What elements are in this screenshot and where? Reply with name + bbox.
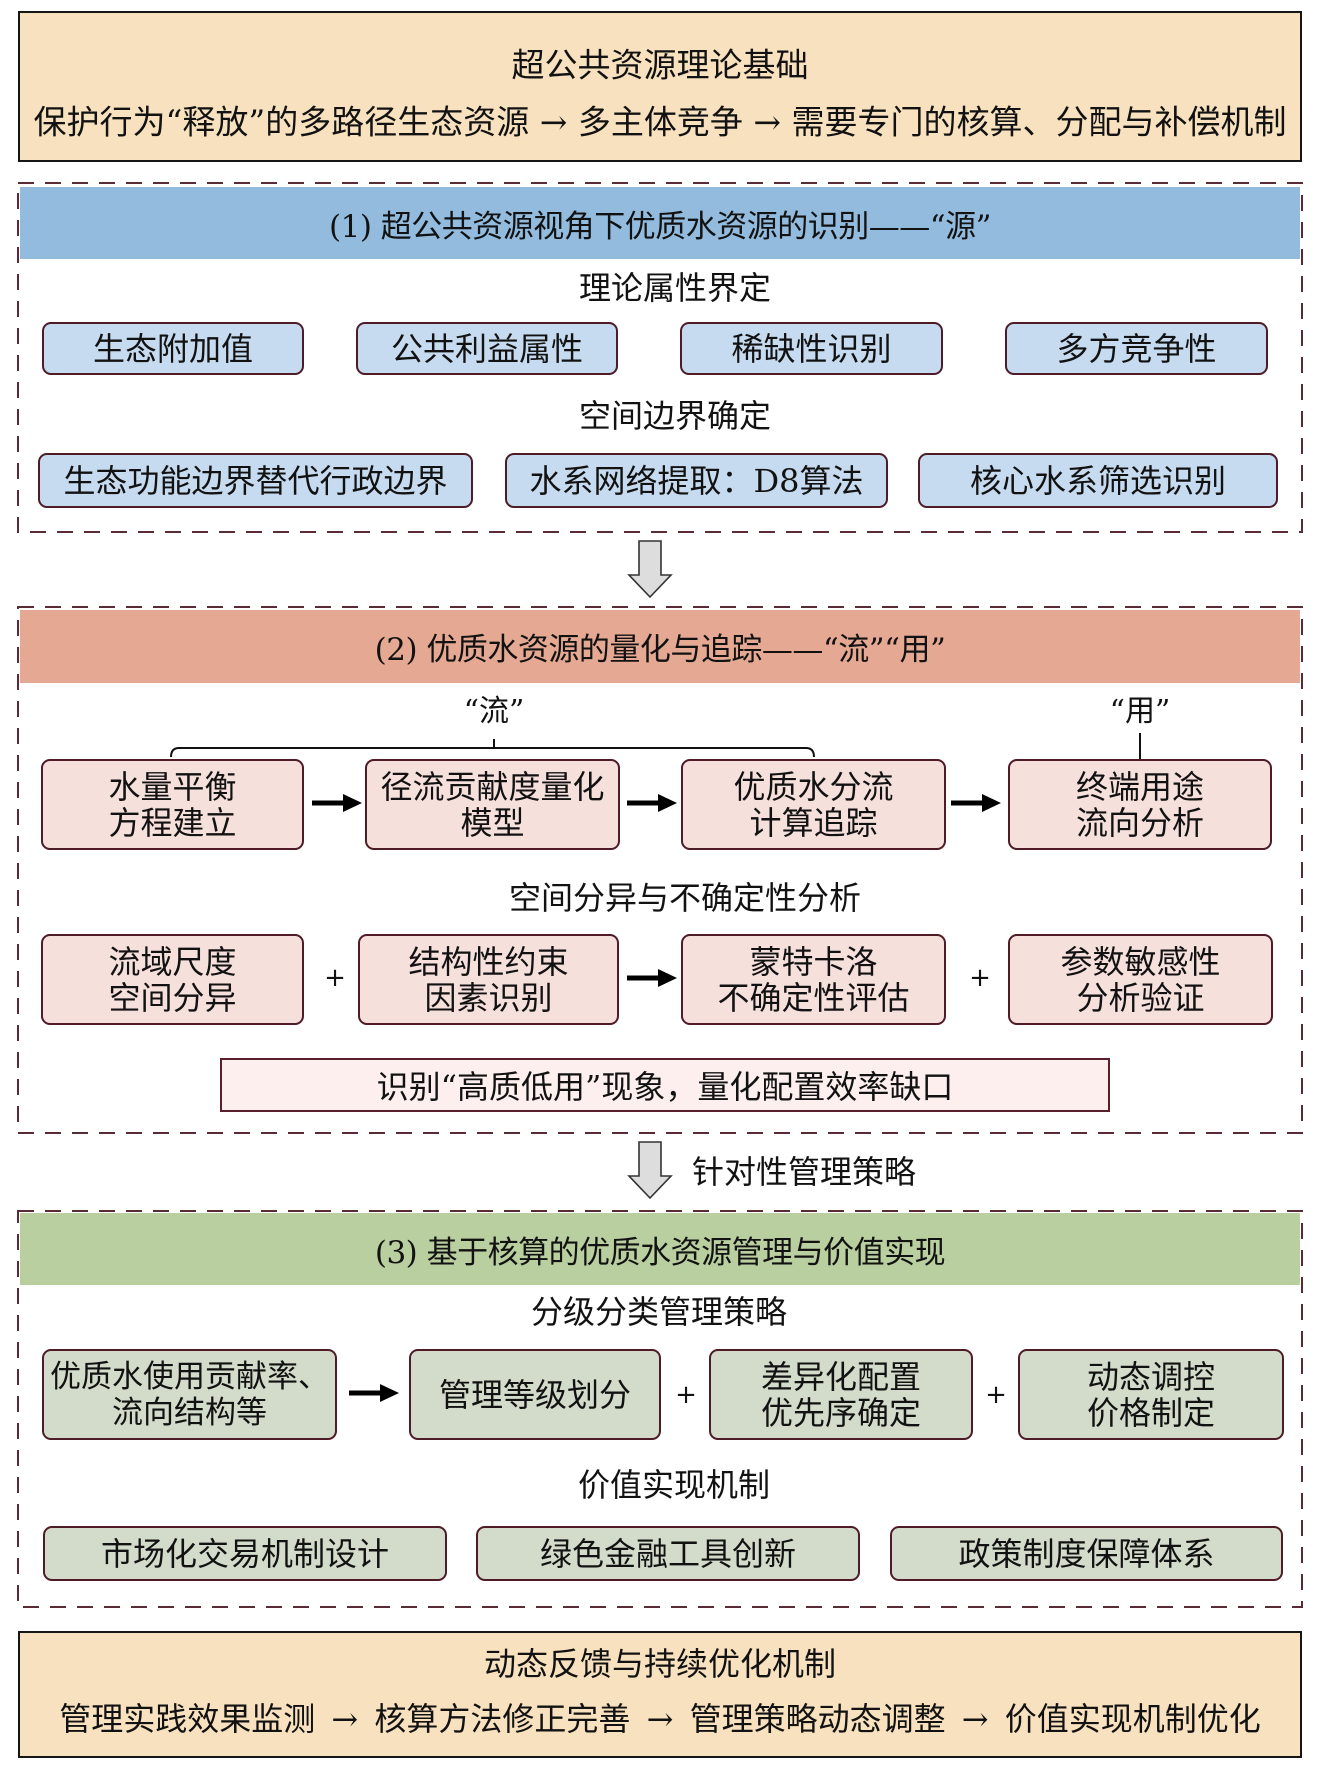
step-line: 管理等级划分 bbox=[438, 1375, 631, 1414]
step-line: 动态调控 bbox=[1086, 1357, 1215, 1396]
plus-connector: + bbox=[985, 1380, 1007, 1410]
section-3-title: (3) 基于核算的优质水资源管理与价值实现 bbox=[20, 1213, 1300, 1285]
arrow-right-icon bbox=[627, 969, 677, 987]
step-line: 分析验证 bbox=[1076, 978, 1205, 1017]
flow-bracket bbox=[170, 747, 815, 758]
theory-item: 稀缺性识别 bbox=[680, 322, 943, 375]
down-arrow-icon bbox=[627, 540, 673, 599]
finding-text: 识别“高质低用”现象，量化配置效率缺口 bbox=[376, 1068, 954, 1106]
step-line: 优质水分流 bbox=[733, 767, 894, 806]
strategy-step: 差异化配置 优先序确定 bbox=[709, 1349, 973, 1440]
boundary-item: 生态功能边界替代行政边界 bbox=[38, 453, 473, 508]
strategy-step: 优质水使用贡献率、 流向结构等 bbox=[42, 1349, 337, 1440]
theory-basis-panel: 超公共资源理论基础 保护行为“释放”的多路径生态资源 → 多主体竞争 → 需要专… bbox=[18, 11, 1302, 162]
section-1-theory-heading: 理论属性界定 bbox=[578, 269, 772, 307]
plus-connector: + bbox=[324, 963, 346, 993]
step-line: 流向分析 bbox=[1075, 803, 1204, 842]
value-item-label: 绿色金融工具创新 bbox=[539, 1534, 796, 1573]
step-line: 终端用途 bbox=[1075, 767, 1204, 806]
step-line: 价格制定 bbox=[1086, 1393, 1215, 1432]
section-1-title: (1) 超公共资源视角下优质水资源的识别——“源” bbox=[20, 187, 1300, 259]
step-line: 差异化配置 bbox=[760, 1357, 921, 1396]
theory-item-label: 公共利益属性 bbox=[390, 329, 583, 368]
theory-item-label: 生态附加值 bbox=[92, 329, 253, 368]
theory-item: 生态附加值 bbox=[42, 322, 304, 375]
arrow-right-icon bbox=[349, 1384, 399, 1402]
finding-box: 识别“高质低用”现象，量化配置效率缺口 bbox=[220, 1058, 1110, 1112]
theory-item: 公共利益属性 bbox=[356, 322, 618, 375]
theory-item-label: 稀缺性识别 bbox=[731, 329, 892, 368]
step-line: 水量平衡 bbox=[108, 767, 237, 806]
arrow-right-icon bbox=[951, 794, 1001, 812]
theory-item: 多方竞争性 bbox=[1005, 322, 1268, 375]
feedback-panel: 动态反馈与持续优化机制 管理实践效果监测 → 核算方法修正完善 → 管理策略动态… bbox=[18, 1631, 1302, 1758]
tracking-step: 水量平衡 方程建立 bbox=[41, 759, 304, 850]
section-2-title: (2) 优质水资源的量化与追踪——“流”“用” bbox=[20, 610, 1300, 683]
value-item: 政策制度保障体系 bbox=[890, 1526, 1283, 1581]
value-item: 绿色金融工具创新 bbox=[476, 1526, 860, 1581]
theory-basis-title: 超公共资源理论基础 bbox=[511, 45, 809, 85]
step-line: 方程建立 bbox=[108, 803, 237, 842]
uncertainty-heading: 空间分异与不确定性分析 bbox=[508, 879, 862, 917]
flow-label: “流” bbox=[463, 694, 525, 729]
step-line: 计算追踪 bbox=[749, 803, 878, 842]
step-line: 优质水使用贡献率、 bbox=[50, 1358, 329, 1395]
step-line: 优先序确定 bbox=[760, 1393, 921, 1432]
transition-label: 针对性管理策略 bbox=[692, 1153, 917, 1191]
value-heading: 价值实现机制 bbox=[577, 1466, 771, 1504]
uncertainty-step: 参数敏感性 分析验证 bbox=[1008, 934, 1273, 1025]
feedback-cycle: 管理实践效果监测 → 核算方法修正完善 → 管理策略动态调整 → 价值实现机制优… bbox=[59, 1700, 1261, 1738]
section-2-border bbox=[17, 606, 1303, 1134]
section-3-border bbox=[17, 1210, 1303, 1608]
uncertainty-step: 结构性约束 因素识别 bbox=[358, 934, 619, 1025]
value-item: 市场化交易机制设计 bbox=[43, 1526, 447, 1581]
step-line: 蒙特卡洛 bbox=[749, 942, 878, 981]
plus-connector: + bbox=[675, 1380, 697, 1410]
tracking-step: 优质水分流 计算追踪 bbox=[681, 759, 946, 850]
step-line: 径流贡献度量化 bbox=[380, 767, 605, 806]
step-line: 流向结构等 bbox=[112, 1394, 267, 1431]
tracking-step: 终端用途 流向分析 bbox=[1008, 759, 1272, 850]
tracking-step: 径流贡献度量化 模型 bbox=[365, 759, 620, 850]
theory-basis-subtitle: 保护行为“释放”的多路径生态资源 → 多主体竞争 → 需要专门的核算、分配与补偿… bbox=[33, 102, 1287, 142]
arrow-right-icon bbox=[312, 794, 362, 812]
plus-connector: + bbox=[969, 963, 991, 993]
boundary-item: 水系网络提取：D8算法 bbox=[505, 453, 888, 508]
section-1-border bbox=[17, 182, 1303, 533]
step-line: 因素识别 bbox=[424, 978, 553, 1017]
arrow-right-icon bbox=[627, 794, 677, 812]
strategy-heading: 分级分类管理策略 bbox=[530, 1293, 788, 1331]
theory-item-label: 多方竞争性 bbox=[1056, 329, 1217, 368]
boundary-item: 核心水系筛选识别 bbox=[918, 453, 1278, 508]
step-line: 结构性约束 bbox=[408, 942, 569, 981]
feedback-title: 动态反馈与持续优化机制 bbox=[483, 1645, 837, 1683]
section-1-boundary-heading: 空间边界确定 bbox=[578, 397, 772, 435]
strategy-step: 管理等级划分 bbox=[409, 1349, 661, 1440]
down-arrow-icon bbox=[627, 1141, 673, 1200]
step-line: 参数敏感性 bbox=[1060, 942, 1221, 981]
uncertainty-step: 流域尺度 空间分异 bbox=[41, 934, 304, 1025]
step-line: 模型 bbox=[460, 803, 525, 842]
strategy-step: 动态调控 价格制定 bbox=[1018, 1349, 1284, 1440]
step-line: 不确定性评估 bbox=[717, 978, 910, 1017]
value-item-label: 政策制度保障体系 bbox=[958, 1534, 1215, 1573]
boundary-item-label: 生态功能边界替代行政边界 bbox=[63, 461, 448, 500]
uncertainty-step: 蒙特卡洛 不确定性评估 bbox=[681, 934, 946, 1025]
step-line: 空间分异 bbox=[108, 978, 237, 1017]
use-label: “用” bbox=[1109, 694, 1171, 729]
value-item-label: 市场化交易机制设计 bbox=[100, 1534, 389, 1573]
boundary-item-label: 水系网络提取：D8算法 bbox=[529, 461, 864, 500]
boundary-item-label: 核心水系筛选识别 bbox=[969, 461, 1226, 500]
step-line: 流域尺度 bbox=[108, 942, 237, 981]
